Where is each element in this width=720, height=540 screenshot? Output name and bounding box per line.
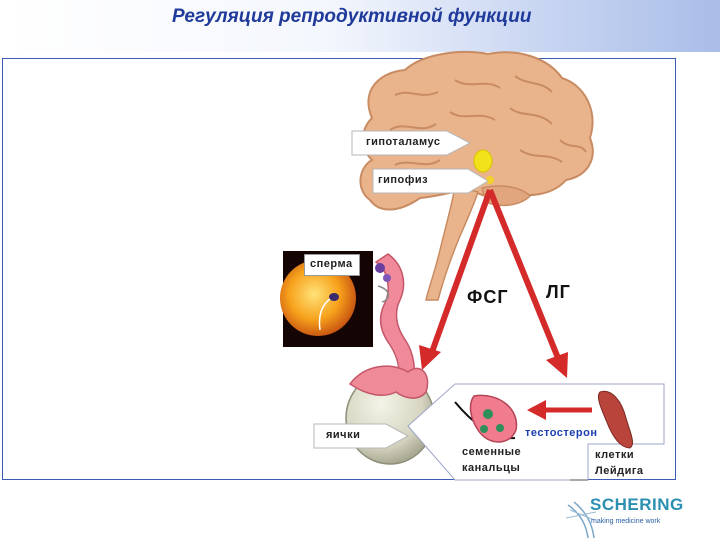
leydig-label-line-2: Лейдига — [595, 465, 644, 477]
sperm-label-box: сперма — [304, 254, 360, 276]
header-background — [0, 0, 720, 52]
leydig-label: клетки Лейдига — [595, 447, 644, 479]
hypothalamus-label: гипоталамус — [366, 136, 441, 148]
pituitary-label: гипофиз — [378, 174, 429, 186]
tubules-label-line-2: канальцы — [462, 462, 521, 474]
testosterone-label: тестостерон — [525, 427, 598, 439]
fsh-arrow — [419, 188, 493, 370]
leydig-label-line-1: клетки — [595, 449, 635, 461]
lh-arrow — [487, 188, 568, 378]
sperm-photo — [280, 251, 373, 347]
lh-label: ЛГ — [546, 282, 571, 302]
fsh-label: ФСГ — [467, 287, 509, 307]
tubules-label-line-1: семенные — [462, 446, 522, 458]
testosterone-arrow — [527, 400, 592, 420]
epididymis — [374, 253, 416, 393]
hypothalamus-callout — [351, 130, 472, 156]
seminiferous-tubule-detail — [454, 394, 518, 443]
page-title: Регуляция репродуктивной функции — [172, 6, 532, 27]
leydig-cell — [597, 390, 633, 449]
testes-label: яички — [326, 429, 361, 441]
testes-callout — [313, 423, 410, 449]
schering-logo-mark — [565, 501, 597, 539]
pituitary-callout — [372, 168, 489, 194]
sperm-label: сперма — [310, 258, 353, 270]
schering-logo-text: SCHERING — [590, 495, 684, 514]
schering-tagline: making medicine work — [591, 518, 661, 525]
tubules-label: семенные канальцы — [462, 444, 521, 476]
